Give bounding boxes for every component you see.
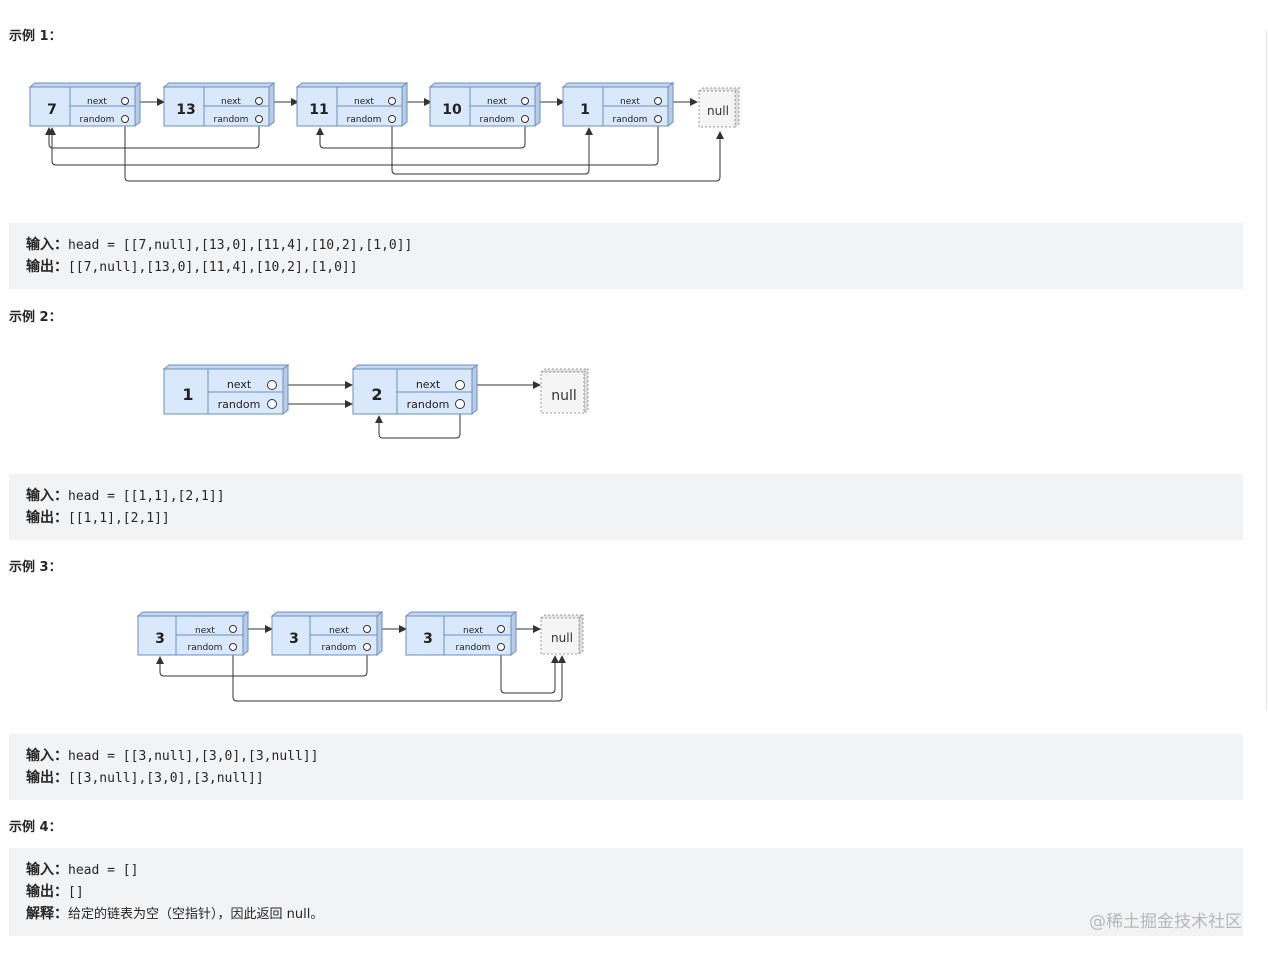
example-3-diagram: 3 next random 3 next random 3 next rando…	[136, 610, 585, 702]
example-3-code: 输入：head = [[3,null],[3,0],[3,null]] 输出：[…	[9, 734, 1243, 800]
null-label: null	[551, 388, 577, 404]
random-label: random	[480, 115, 515, 125]
node-value: 11	[309, 102, 328, 118]
null-node: null	[697, 87, 741, 128]
random-label: random	[80, 115, 115, 125]
output-line: 输出：[[3,null],[3,0],[3,null]]	[26, 770, 264, 786]
input-line: 输入：head = [[7,null],[13,0],[11,4],[10,2]…	[26, 237, 413, 253]
list-node: 1 next random	[561, 81, 675, 128]
next-label: next	[227, 378, 252, 391]
input-line: 输入：head = [[3,null],[3,0],[3,null]]	[26, 748, 319, 764]
random-label: random	[456, 643, 491, 653]
random-label: random	[214, 115, 249, 125]
node-value: 7	[47, 102, 57, 118]
null-node: null	[539, 614, 585, 655]
example-3-heading: 示例 3：	[9, 560, 62, 575]
null-label: null	[551, 631, 573, 645]
next-label: next	[487, 97, 507, 107]
null-label: null	[707, 104, 729, 118]
list-node: 7 next random	[28, 81, 142, 128]
explain-line: 解释：给定的链表为空（空指针），因此返回 null。	[26, 906, 324, 922]
random-label: random	[347, 115, 382, 125]
random-label: random	[407, 398, 450, 411]
random-label: random	[613, 115, 648, 125]
node-value: 1	[182, 385, 193, 404]
input-line: 输入：head = []	[26, 862, 139, 878]
next-label: next	[87, 97, 107, 107]
example-4-code: 输入：head = [] 输出：[] 解释：给定的链表为空（空指针），因此返回 …	[9, 848, 1243, 936]
next-label: next	[354, 97, 374, 107]
null-node: null	[539, 368, 590, 414]
watermark: @稀土掘金技术社区	[1089, 912, 1242, 932]
example-2-code: 输入：head = [[1,1],[2,1]] 输出：[[1,1],[2,1]]	[9, 474, 1243, 540]
node-value: 3	[289, 631, 299, 647]
next-label: next	[329, 626, 349, 636]
random-label: random	[218, 398, 261, 411]
list-node: 1 next random	[162, 363, 290, 416]
output-line: 输出：[[7,null],[13,0],[11,4],[10,2],[1,0]]	[26, 259, 358, 275]
random-label: random	[188, 643, 223, 653]
list-node: 2 next random	[351, 363, 479, 416]
output-line: 输出：[[1,1],[2,1]]	[26, 510, 170, 526]
node-value: 3	[423, 631, 433, 647]
list-node: 10 next random	[428, 81, 542, 128]
scroll-divider	[1266, 30, 1267, 710]
list-node: 3 next random	[404, 610, 518, 657]
example-2-diagram: 1 next random 2 next random null	[162, 363, 590, 439]
next-label: next	[221, 97, 241, 107]
node-value: 2	[371, 385, 382, 404]
output-line: 输出：[]	[26, 884, 84, 900]
node-value: 3	[155, 631, 165, 647]
next-label: next	[463, 626, 483, 636]
next-label: next	[416, 378, 441, 391]
random-label: random	[322, 643, 357, 653]
random-arrows	[45, 124, 724, 182]
next-label: next	[620, 97, 640, 107]
list-node: 3 next random	[136, 610, 250, 657]
node-value: 1	[580, 102, 590, 118]
example-1-diagram: 7 next random 13 next random 11 next ran…	[28, 81, 741, 182]
list-node: 13 next random	[162, 81, 276, 128]
node-value: 10	[442, 102, 462, 118]
next-label: next	[195, 626, 215, 636]
example-4-heading: 示例 4：	[9, 820, 62, 835]
example-1-heading: 示例 1：	[9, 29, 62, 44]
input-line: 输入：head = [[1,1],[2,1]]	[26, 488, 225, 504]
list-node: 11 next random	[295, 81, 409, 128]
list-node: 3 next random	[270, 610, 384, 657]
example-1-code: 输入：head = [[7,null],[13,0],[11,4],[10,2]…	[9, 223, 1243, 289]
node-value: 13	[176, 102, 195, 118]
example-2-heading: 示例 2：	[9, 310, 62, 325]
